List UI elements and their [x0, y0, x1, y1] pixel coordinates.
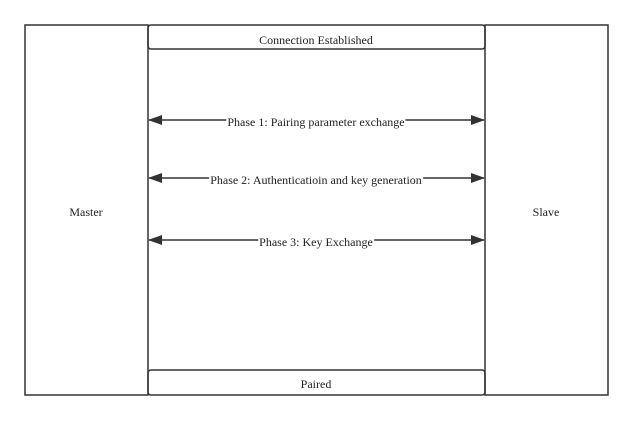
master-column [24, 24, 149, 396]
slave-column [484, 24, 609, 396]
paired-box [147, 369, 486, 396]
phase-3-label: Phase 3: Key Exchange [258, 235, 374, 249]
connection-established-label: Connection Established [259, 33, 373, 47]
phase-1-label: Phase 1: Pairing parameter exchange [226, 115, 406, 129]
slave-label: Slave [532, 205, 560, 219]
phase-2-label: Phase 2: Authenticatioin and key generat… [209, 173, 423, 187]
master-label: Master [69, 205, 103, 219]
connection-established-box [147, 24, 486, 50]
paired-label: Paired [300, 377, 332, 391]
